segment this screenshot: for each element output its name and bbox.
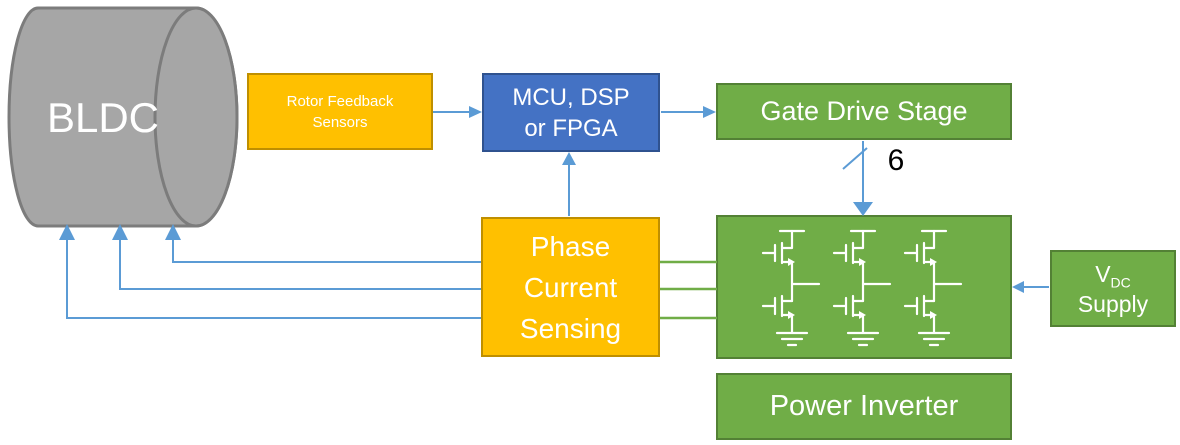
feedback-line-top (172, 240, 481, 263)
phase-current-sensing-box: Phase Current Sensing (481, 217, 660, 357)
mcu-dsp-fpga-box: MCU, DSP or FPGA (482, 73, 660, 152)
mcu-label-line2: or FPGA (524, 114, 618, 142)
feedback-line-middle (119, 240, 481, 290)
vdc-subscript: DC (1110, 274, 1131, 291)
power-inverter-label-box: Power Inverter (716, 373, 1012, 440)
bldc-cylinder-endcap (153, 6, 239, 228)
vdc-supply-label-line1: VDC (1095, 260, 1131, 291)
arrowhead-vdc-to-inverter (1012, 281, 1024, 293)
phase-sensing-label-line3: Sensing (519, 312, 622, 344)
arrowhead-gate-to-inverter (853, 202, 873, 216)
rotor-feedback-sensors-box: Rotor Feedback Sensors (247, 73, 433, 150)
vdc-supply-label-line2: Supply (1077, 290, 1149, 317)
rotor-feedback-sensors-label-line1: Rotor Feedback (286, 92, 394, 110)
arrowhead-rotor-to-mcu (469, 106, 482, 118)
arrowhead-phase-to-mcu (562, 152, 576, 165)
arrowhead-mcu-to-gate (703, 106, 716, 118)
phase-sensing-label-line2: Current (523, 271, 618, 303)
mcu-label-line1: MCU, DSP (512, 83, 630, 111)
bus-width-slash (842, 147, 868, 170)
rotor-feedback-sensors-label-line2: Sensors (312, 113, 368, 131)
gate-drive-stage-box: Gate Drive Stage (716, 83, 1012, 140)
bldc-motor: BLDC (7, 6, 239, 228)
arrowhead-feedback-bottom (59, 224, 75, 240)
power-inverter-label: Power Inverter (769, 390, 959, 422)
gate-drive-stage-label: Gate Drive Stage (760, 96, 968, 126)
power-inverter-circuit-box (716, 215, 1012, 359)
arrowhead-feedback-top (165, 224, 181, 240)
feedback-line-bottom (66, 240, 481, 319)
bldc-label: BLDC (47, 94, 159, 141)
phase-sensing-label-line1: Phase (530, 230, 611, 262)
bus-width-label: 6 (888, 144, 905, 177)
bldc-cylinder-body (7, 6, 239, 228)
arrowhead-feedback-middle (112, 224, 128, 240)
vdc-supply-box: VDC Supply (1050, 250, 1176, 327)
